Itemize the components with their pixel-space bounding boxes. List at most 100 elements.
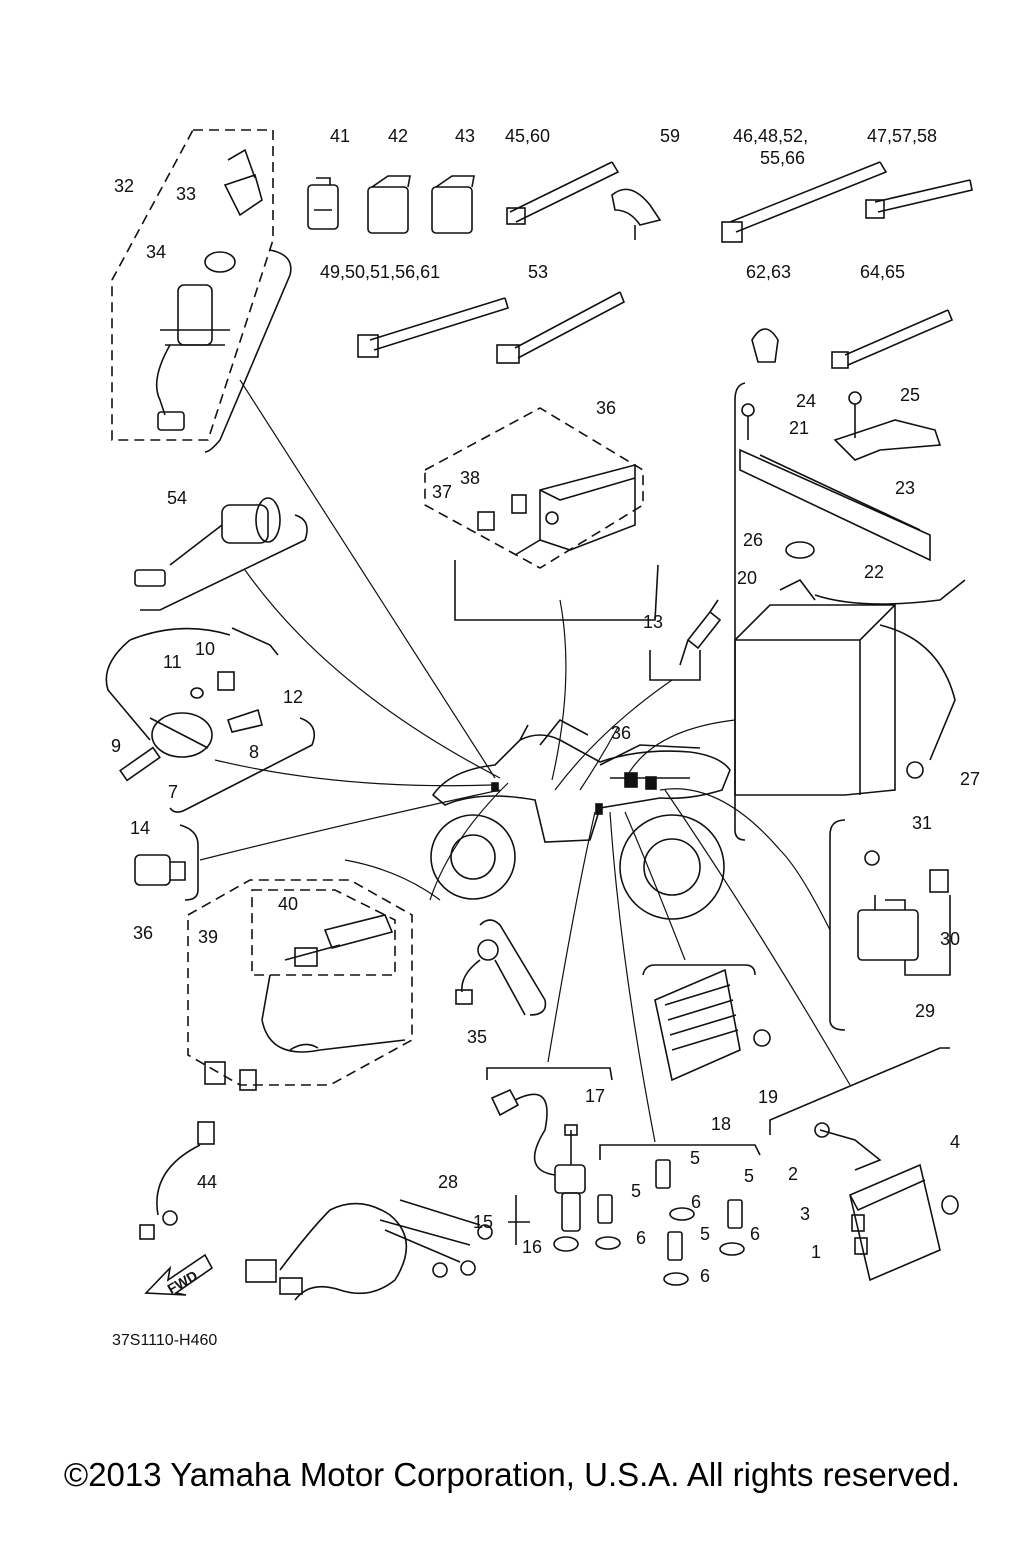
callout-15: 15 [473,1212,493,1232]
callout-5-c: 5 [744,1166,754,1186]
callout-28: 28 [438,1172,458,1192]
callout-18: 18 [711,1114,731,1134]
callout-11: 11 [163,652,182,672]
callout-20: 20 [737,568,757,588]
callout-30: 30 [940,929,960,949]
bracket-starter-relay [829,819,846,1031]
callout-59: 59 [660,126,680,146]
harness-39-40 [204,914,406,1091]
callout-62-63: 62,63 [746,262,791,282]
callout-5-a: 5 [690,1148,700,1168]
callout-21: 21 [789,418,809,438]
callout-4: 4 [950,1132,960,1152]
atv-illustration [430,718,731,920]
wire-harness-28 [245,1199,493,1301]
callout-14: 14 [130,818,150,838]
fwd-arrow [144,1253,214,1296]
callout-29: 29 [915,1001,935,1021]
bracket-sensor-17 [486,1067,613,1081]
callout-6-c: 6 [750,1224,760,1244]
bracket-socket-54 [140,514,308,611]
callout-49-50-51-56-61: 49,50,51,56,61 [320,262,440,282]
callout-36-atv: 36 [611,723,631,743]
bracket-relay-box [454,560,659,621]
callout-6-d: 6 [700,1266,710,1286]
battery-box-parts [739,391,942,562]
main-switch-assy [155,148,263,431]
bracket-spark-plug [649,650,701,681]
callout-36-relay: 36 [596,398,616,418]
leader-lines [199,379,851,1143]
bracket-switch-14 [179,824,199,901]
sensor-17-15 [490,1088,586,1252]
callout-53: 53 [528,262,548,282]
callout-17: 17 [585,1086,605,1106]
dashed-group-fuse-40 [251,889,396,976]
relay-box-assy [477,463,636,556]
callout-26: 26 [743,530,763,550]
dashed-group-harness-39 [187,879,413,1086]
bracket-sensor-35 [479,919,547,1016]
callout-46-48-52: 46,48,52, [733,126,808,146]
bracket-ecu [769,1047,950,1135]
callout-10: 10 [195,639,215,659]
studs-and-washers [595,1159,745,1286]
callout-5-d: 5 [700,1224,710,1244]
callout-33: 33 [176,184,196,204]
callout-41: 41 [330,126,350,146]
callout-64-65: 64,65 [860,262,905,282]
callout-9: 9 [111,736,121,756]
callout-45-60: 45,60 [505,126,550,146]
callout-2: 2 [788,1164,798,1184]
callout-22: 22 [864,562,884,582]
dashed-group-relay-box [424,407,644,569]
callout-42: 42 [388,126,408,146]
bracket-regulator [642,964,756,976]
callout-37: 37 [432,482,452,502]
callout-35: 35 [467,1027,487,1047]
callout-36-harness: 36 [133,923,153,943]
callout-43: 43 [455,126,475,146]
callout-19: 19 [758,1087,778,1107]
callout-31: 31 [912,813,932,833]
starter-relay-assy [857,850,951,976]
callout-38: 38 [460,468,480,488]
bracket-ignition-coil [105,639,316,813]
callout-13: 13 [643,612,663,632]
callout-24: 24 [796,391,816,411]
ecu-assy [814,1122,959,1282]
callout-6-b: 6 [636,1228,646,1248]
dashed-group-main-switch [111,129,274,441]
callout-7: 7 [168,782,178,802]
callout-44: 44 [197,1172,217,1192]
bracket-studs [599,1144,761,1160]
callout-8: 8 [249,742,259,762]
ignition-coil-assy [119,627,279,782]
callout-27: 27 [960,769,980,789]
callout-32: 32 [114,176,134,196]
bracket-battery [734,382,746,841]
cable-ties-top [357,161,973,369]
callout-39: 39 [198,927,218,947]
callout-1: 1 [811,1242,821,1262]
callout-6-a: 6 [691,1192,701,1212]
callout-12: 12 [283,687,303,707]
callout-3: 3 [800,1204,810,1224]
callout-55-66: 55,66 [760,148,805,168]
callout-47-57-58: 47,57,58 [867,126,937,146]
copyright-footer: ©2013 Yamaha Motor Corporation, U.S.A. A… [63,1456,961,1493]
callout-54: 54 [167,488,187,508]
harness-44 [139,1121,215,1240]
callout-40: 40 [278,894,298,914]
switch-14 [134,854,186,886]
sensor-35 [455,939,526,1016]
callout-23: 23 [895,478,915,498]
callout-25: 25 [900,385,920,405]
callout-16: 16 [522,1237,542,1257]
part-code-label: 37S1110-H460 [112,1332,217,1349]
accessory-socket [134,497,281,587]
bracket-main-switch [204,249,292,453]
battery [734,578,966,796]
